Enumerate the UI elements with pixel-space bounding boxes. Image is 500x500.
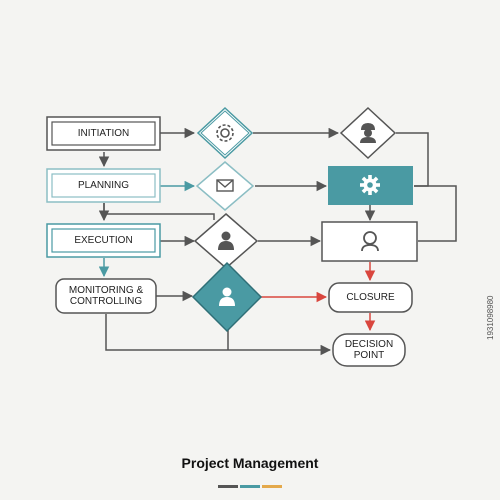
gear-cycle-icon <box>216 124 234 142</box>
decision-point-label: DECISION POINT <box>344 339 394 361</box>
worker-helmet-icon <box>360 123 376 143</box>
connector-planning-d3 <box>103 203 215 220</box>
person-icon <box>219 287 235 306</box>
gear-icon <box>360 175 380 195</box>
diamond-d2 <box>195 161 255 211</box>
planning-box <box>46 168 161 203</box>
decision-point-box <box>332 333 406 367</box>
footer-bar-2 <box>240 485 260 488</box>
page-title: Project Management <box>181 455 319 471</box>
closure-label: CLOSURE <box>346 292 395 303</box>
initiation-label: INITIATION <box>77 128 130 139</box>
monitoring-box <box>55 278 157 314</box>
envelope-icon <box>216 179 234 192</box>
person-icon <box>218 231 234 250</box>
footer-bar-3 <box>262 485 282 488</box>
connector-monitoring-decision <box>105 314 332 356</box>
initiation-box <box>46 116 161 151</box>
diamond-d1 <box>196 106 254 160</box>
monitoring-label: MONITORING & CONTROLLING <box>68 285 144 307</box>
execution-label: EXECUTION <box>74 235 133 246</box>
footer-bar-1 <box>218 485 238 488</box>
connectors <box>98 127 457 356</box>
connector-right-loop <box>414 185 457 242</box>
user-icon <box>361 231 379 252</box>
planning-label: PLANNING <box>77 180 130 191</box>
closure-box <box>328 282 413 313</box>
user-box <box>321 221 418 262</box>
execution-box <box>46 223 161 258</box>
watermark-id: 1931098980 <box>486 295 495 341</box>
